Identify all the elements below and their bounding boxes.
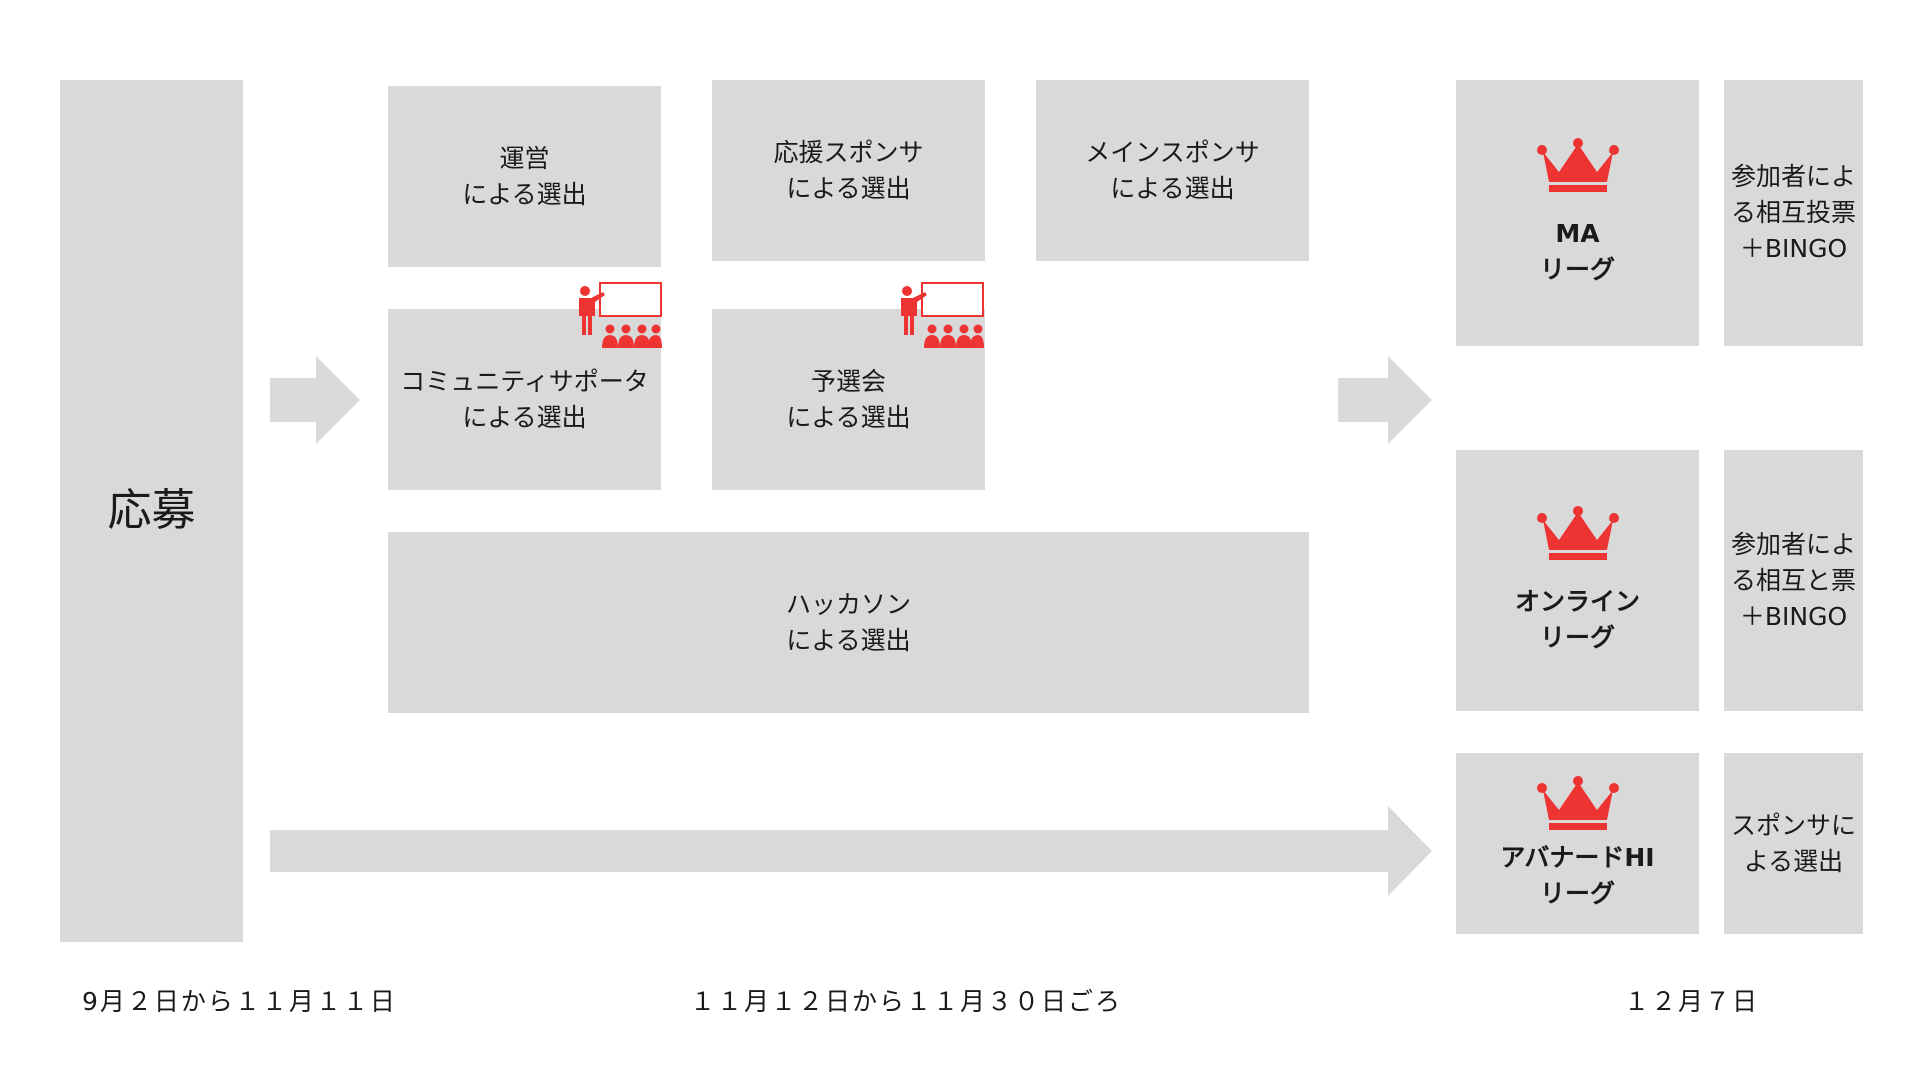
league-online-name: オンライン リーグ <box>1514 586 1640 652</box>
presentation-audience-icon <box>579 282 662 348</box>
selection-hackathon: ハッカソン による選出 <box>388 532 1309 713</box>
league-avanade-hi-method-label: スポンサに よる選出 <box>1730 810 1856 876</box>
selection-unei: 運営 による選出 <box>388 86 661 267</box>
selection-yosen: 予選会 による選出 <box>712 309 985 490</box>
league-avanade-hi: アバナードHI リーグ <box>1456 753 1699 934</box>
league-online: オンライン リーグ <box>1456 450 1699 711</box>
apply-label: 応募 <box>107 485 196 536</box>
selection-main-sponsor: メインスポンサ による選出 <box>1036 80 1309 261</box>
right-arrow-icon <box>270 356 360 444</box>
league-ma-method: 参加者によ る相互投票 ＋BINGO <box>1724 80 1863 346</box>
presentation-audience-icon <box>901 282 984 348</box>
crown-icon <box>1536 138 1619 192</box>
date-apply: 9月２日から１１月１１日 <box>82 987 397 1016</box>
selection-main-label: メインスポンサ による選出 <box>1085 137 1260 203</box>
selection-unei-label: 運営 による選出 <box>462 143 587 209</box>
selection-hackathon-label: ハッカソン による選出 <box>785 589 911 655</box>
right-arrow-icon <box>1338 356 1432 444</box>
league-ma-method-label: 参加者によ る相互投票 ＋BINGO <box>1730 162 1856 263</box>
league-online-method: 参加者によ る相互と票 ＋BINGO <box>1724 450 1863 711</box>
league-avanade-hi-name: アバナードHI リーグ <box>1500 842 1655 908</box>
league-ma-name: MA リーグ <box>1539 219 1615 284</box>
league-avanade-hi-method: スポンサに よる選出 <box>1724 753 1863 934</box>
crown-icon <box>1536 505 1619 560</box>
apply-box: 応募 <box>60 80 243 942</box>
selection-ouen-label: 応援スポンサ による選出 <box>773 137 924 203</box>
crown-icon <box>1536 775 1619 830</box>
selection-community-label: コミュニティサポータ による選出 <box>400 366 649 432</box>
selection-ouen-sponsor: 応援スポンサ による選出 <box>712 80 985 261</box>
right-arrow-icon <box>270 806 1432 896</box>
date-selection: １１月１２日から１１月３０日ごろ <box>690 987 1123 1016</box>
selection-yosen-label: 予選会 による選出 <box>786 366 911 432</box>
date-final: １２月７日 <box>1624 987 1760 1016</box>
league-ma: MA リーグ <box>1456 80 1699 346</box>
league-online-method-label: 参加者によ る相互と票 ＋BINGO <box>1730 529 1856 631</box>
